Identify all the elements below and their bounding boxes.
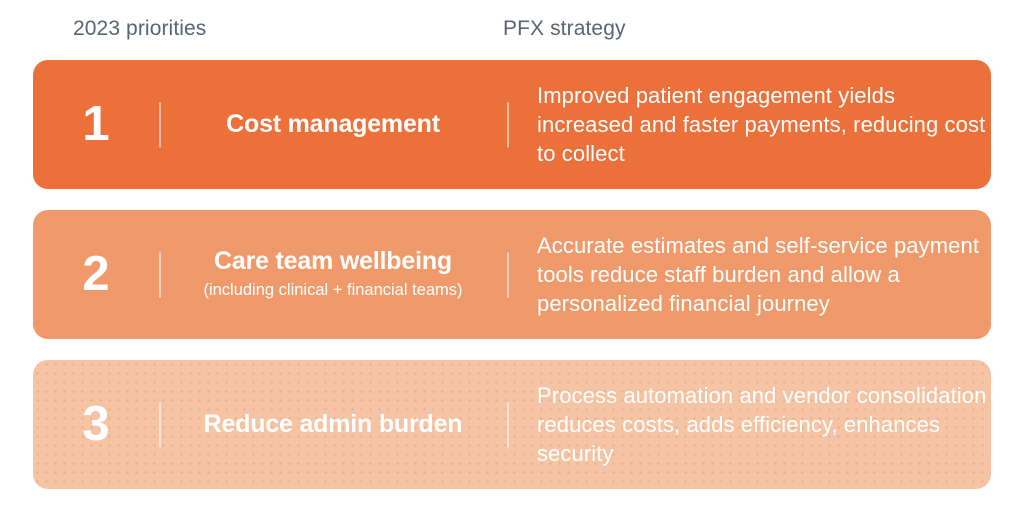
- column-headers: 2023 priorities PFX strategy: [0, 0, 1024, 60]
- priority-title-block: Reduce admin burden: [159, 360, 507, 489]
- column-header-priorities: 2023 priorities: [73, 17, 207, 40]
- priority-number: 3: [82, 397, 110, 451]
- priority-number: 1: [82, 97, 110, 151]
- divider-right: [507, 252, 509, 297]
- strategy-description: Improved patient engagement yields incre…: [537, 82, 986, 167]
- priority-row-2: 2 Care team wellbeing (including clinica…: [33, 210, 991, 339]
- divider-left: [159, 402, 161, 447]
- priority-title: Care team wellbeing: [214, 247, 452, 276]
- divider-right: [507, 102, 509, 147]
- divider-left: [159, 102, 161, 147]
- strategy-description-block: Process automation and vendor consolidat…: [507, 360, 991, 489]
- priority-title: Reduce admin burden: [203, 410, 463, 439]
- strategy-description-block: Accurate estimates and self-service paym…: [507, 210, 991, 339]
- strategy-description-block: Improved patient engagement yields incre…: [507, 60, 991, 189]
- priority-rows-list: 1 Cost management Improved patient engag…: [33, 60, 991, 510]
- priority-title-block: Cost management: [159, 60, 507, 189]
- strategy-description: Accurate estimates and self-service paym…: [537, 232, 980, 317]
- priority-title-block: Care team wellbeing (including clinical …: [159, 210, 507, 339]
- column-header-strategy: PFX strategy: [503, 17, 626, 40]
- divider-right: [507, 402, 509, 447]
- strategy-description: Process automation and vendor consolidat…: [537, 382, 987, 467]
- priority-row-3: 3 Reduce admin burden Process automation…: [33, 360, 991, 489]
- priority-title: Cost management: [226, 110, 440, 139]
- priority-subtitle: (including clinical + financial teams): [203, 281, 463, 300]
- priority-row-1: 1 Cost management Improved patient engag…: [33, 60, 991, 189]
- divider-left: [159, 252, 161, 297]
- priority-number: 2: [82, 247, 110, 301]
